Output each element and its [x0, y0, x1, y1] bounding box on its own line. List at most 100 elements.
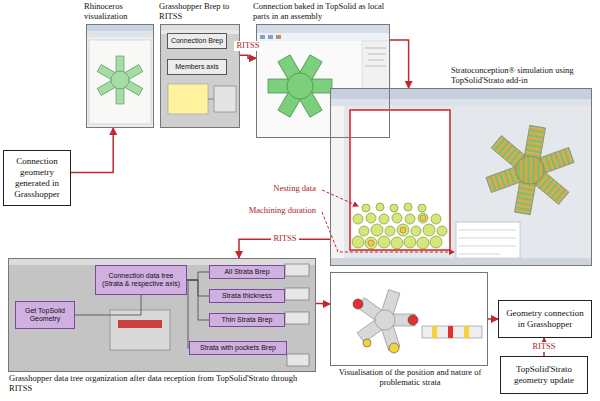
strato-screenshot-part: [330, 88, 592, 99]
screenshot-panel: Rhinoceros visualization: [86, 24, 154, 128]
strato-screenshot-part-part: [368, 240, 374, 246]
tree-screenshot: [8, 258, 316, 372]
strato-screenshot-part-part: [404, 236, 416, 248]
panel-caption: Rhinoceros visualization: [84, 2, 158, 22]
edge-label: RITSS: [234, 41, 261, 51]
group-chip: All Strata Brep: [209, 265, 285, 279]
callout-label: Machining duration: [247, 206, 318, 216]
node-label: Connection Brep: [171, 37, 223, 45]
tree-screenshot-part-part: [285, 312, 309, 324]
process-box: Connection geometry generated in Grassho…: [3, 150, 71, 206]
leader-line: [322, 190, 454, 252]
strato-screenshot-part-part: [459, 246, 516, 247]
visualisation-screenshot: [330, 272, 488, 366]
strato-screenshot-part-part: [404, 203, 412, 211]
visualisation-screenshot-part: [464, 326, 469, 338]
strato-screenshot-part-part: [459, 238, 516, 239]
panel-caption: Connection baked in TopSolid as local pa…: [253, 2, 395, 22]
strato-screenshot-part-part: [400, 227, 406, 233]
group-chip: Strata with pockets Brep: [189, 341, 287, 355]
visualisation-screenshot-part: [353, 299, 418, 353]
node-label: Members axis: [175, 63, 219, 71]
panel-caption: Grasshopper data tree organization after…: [9, 374, 317, 394]
panel-caption: Stratoconception® simulation using TopSo…: [451, 66, 591, 86]
panel-caption: Visualisation of the position and nature…: [331, 368, 489, 388]
visualisation-screenshot-part: [330, 272, 488, 366]
strato-screenshot-part: [456, 222, 520, 258]
component-chip: Connection Brep: [167, 33, 227, 49]
grasshopper-screenshot-part: [168, 84, 208, 114]
rhino-screenshot-part: [89, 40, 151, 124]
node-label: Geometry connection in Grasshopper: [503, 308, 587, 330]
node-label: Get TopSolid Geometry: [18, 307, 72, 322]
topsolid-screenshot-part-part: [365, 66, 386, 67]
strato-screenshot-part-part: [352, 236, 364, 248]
topsolid-screenshot-part: [276, 35, 281, 39]
strato-screenshot-part-part: [405, 214, 415, 224]
strato-screenshot-part-part: [391, 237, 403, 249]
topsolid-screenshot-part: [268, 35, 273, 39]
topsolid-screenshot-part-part: [368, 54, 386, 55]
strato-screenshot-part-part: [516, 156, 544, 184]
leader-line-part: [322, 190, 358, 206]
topsolid-screenshot-part: [268, 55, 332, 117]
strato-screenshot-part-part: [411, 226, 421, 236]
topsolid-screenshot-part: [256, 33, 390, 41]
grasshopper-screenshot-part: [214, 86, 236, 112]
process-box: Geometry connection in Grasshopper: [498, 300, 592, 338]
tree-screenshot-part-part: [285, 264, 309, 276]
edge-label: RITSS: [530, 342, 557, 352]
rhino-screenshot-part: [86, 24, 154, 128]
screenshot-panel: Grasshopper Brep to RITSSConnection Brep…: [160, 24, 240, 128]
rhino-screenshot-part-part: [111, 71, 129, 89]
strato-screenshot-part-part: [390, 204, 398, 212]
group-chip: Get TopSolid Geometry: [15, 301, 75, 329]
group-chip: Connection data tree (Strata & respectiv…: [95, 265, 187, 295]
strato-screenshot-part: [368, 215, 426, 246]
strato-screenshot-part-part: [397, 224, 409, 236]
screenshot-panel: Grasshopper data tree organization after…: [8, 258, 316, 372]
screenshot-panel: Stratoconception® simulation using TopSo…: [330, 88, 592, 266]
tree-screenshot-part-part: [287, 354, 309, 366]
flow-arrow: [390, 40, 409, 88]
node-label: Strata with pockets Brep: [200, 344, 276, 352]
strato-screenshot-part-part: [376, 203, 384, 211]
visualisation-screenshot-part: [357, 290, 415, 351]
strato-screenshot: [330, 88, 592, 266]
topsolid-screenshot-part-part: [368, 60, 384, 61]
tree-screenshot-part: [110, 310, 170, 350]
tree-screenshot-part: [118, 320, 162, 328]
strato-screenshot-part-part: [437, 226, 447, 236]
strato-screenshot-part-part: [385, 226, 395, 236]
strato-screenshot-part-part: [423, 224, 435, 236]
node-label: Strata thickness: [222, 292, 272, 300]
visualisation-screenshot-part-part: [363, 339, 371, 347]
strato-screenshot-part: [330, 88, 592, 266]
strato-screenshot-part-part: [379, 214, 389, 224]
visualisation-screenshot-part: [448, 326, 453, 338]
edge-label: RITSS: [271, 234, 298, 244]
strato-screenshot-part-part: [365, 237, 377, 249]
rhino-screenshot-part: [97, 56, 143, 104]
wire: [187, 272, 209, 280]
wire: [187, 280, 189, 348]
topsolid-screenshot-part: [260, 35, 265, 39]
strato-screenshot-part: [330, 258, 592, 266]
strato-screenshot-part: [330, 99, 592, 106]
strato-screenshot-part-part: [431, 214, 441, 224]
strato-screenshot-part-part: [353, 214, 363, 224]
topsolid-screenshot-part: [256, 24, 390, 33]
node-label: Connection data tree (Strata & respectiv…: [98, 272, 184, 287]
rhino-screenshot-part: [86, 24, 154, 31]
wire: [187, 280, 209, 320]
strato-screenshot-part-part: [359, 226, 369, 236]
strato-screenshot-part-part: [418, 204, 426, 212]
strato-screenshot-part-part: [371, 224, 383, 236]
visualisation-screenshot-part-part: [375, 310, 395, 330]
tree-screenshot-part: [8, 258, 316, 372]
visualisation-screenshot-part-part: [389, 343, 399, 353]
topsolid-screenshot-part: [365, 48, 386, 66]
strato-screenshot-part-part: [417, 237, 429, 249]
leader-line-part: [322, 212, 454, 252]
